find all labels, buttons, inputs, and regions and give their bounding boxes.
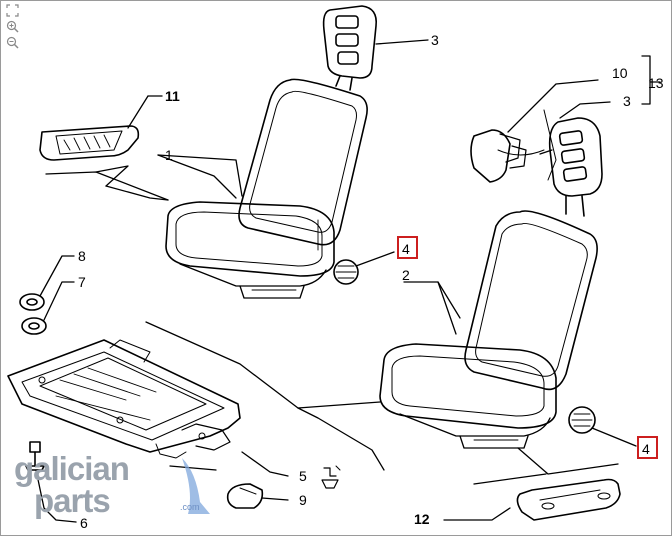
callout-7[interactable]: 7 (78, 274, 86, 290)
fit-to-page-icon[interactable] (6, 4, 19, 17)
knob-part-4-upper[interactable] (333, 259, 359, 285)
washer-part-8[interactable] (19, 293, 45, 311)
seat-part-1[interactable] (165, 78, 368, 299)
cover-part-9[interactable] (226, 483, 264, 509)
callout-11[interactable]: 11 (165, 88, 180, 104)
callout-10[interactable]: 10 (612, 65, 628, 81)
zoom-in-icon[interactable] (6, 20, 19, 33)
headrest-part-3[interactable] (322, 5, 378, 91)
armrest-cover-part-11[interactable] (39, 125, 140, 161)
seat-rail-frame[interactable] (7, 339, 241, 459)
armrest-part-12[interactable] (516, 478, 621, 521)
callout-2[interactable]: 2 (402, 267, 410, 283)
knob-part-4-lower[interactable] (568, 406, 596, 434)
callout-4-upper[interactable]: 4 (402, 241, 410, 257)
watermark-logo: galician parts .com (14, 452, 210, 519)
logo-line-1: galician (14, 452, 129, 487)
callout-4-lower[interactable]: 4 (642, 441, 650, 457)
headrest-part-3-right[interactable] (548, 117, 603, 217)
callout-3-right[interactable]: 3 (623, 93, 631, 109)
zoom-toolbar (6, 4, 20, 49)
callout-4-lower-highlight (637, 436, 658, 459)
callout-13[interactable]: 13 (648, 75, 664, 91)
seat-part-2[interactable] (379, 210, 598, 449)
logo-suffix: .com (180, 502, 200, 512)
washer-part-7[interactable] (21, 317, 47, 335)
callout-4-upper-highlight (397, 236, 418, 259)
headrest-guide-part-10[interactable] (470, 129, 527, 183)
callout-8[interactable]: 8 (78, 248, 86, 264)
clip-part-5[interactable] (321, 465, 341, 489)
callout-5[interactable]: 5 (299, 468, 307, 484)
logo-shape-icon (182, 458, 210, 514)
callout-3-top[interactable]: 3 (431, 32, 439, 48)
bolt-part-6[interactable] (25, 441, 45, 471)
callout-6[interactable]: 6 (80, 515, 88, 531)
callout-1[interactable]: 1 (165, 147, 173, 163)
logo-line-2: parts (34, 482, 110, 519)
callout-9[interactable]: 9 (299, 492, 307, 508)
callout-12[interactable]: 12 (414, 511, 430, 527)
zoom-out-icon[interactable] (6, 36, 19, 49)
